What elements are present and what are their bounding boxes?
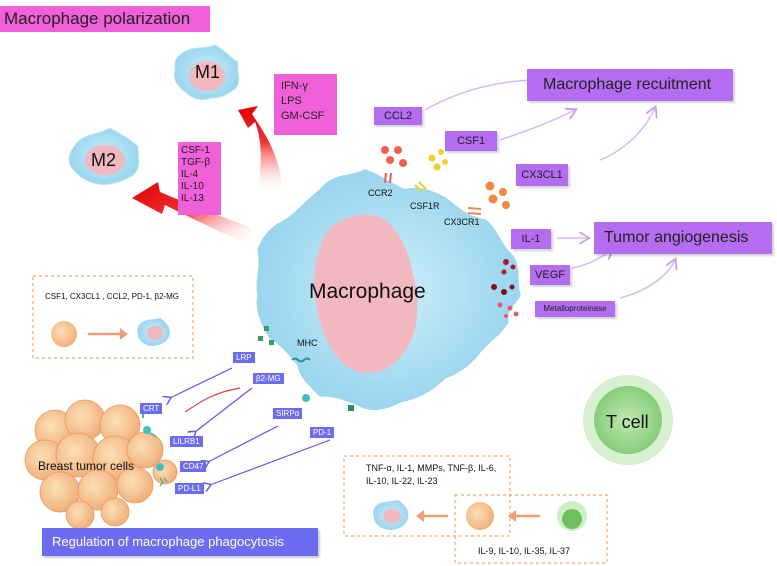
csf1r-receptor	[414, 181, 427, 193]
macrophage-small-2	[373, 500, 409, 530]
cd47-box: CD47	[180, 461, 207, 472]
csf1-molecules	[428, 149, 448, 171]
m1-cell	[173, 44, 240, 101]
m2-signals-box: CSF-1 TGF-β IL-4 IL-10 IL-13	[178, 142, 221, 215]
m1-signal: GM-CSF	[281, 110, 325, 122]
arrow-pd1-pdl1	[210, 439, 331, 485]
page-title: Macrophage polarization	[0, 6, 210, 32]
m2-signal: IL-13	[181, 193, 204, 204]
m2-cell	[68, 127, 140, 185]
tcell-label: T cell	[606, 412, 649, 432]
polarization-arrow-m1	[238, 106, 282, 195]
csf1r-label: CSF1R	[410, 201, 440, 211]
cx3cl1-box: CX3CL1	[516, 164, 568, 186]
m2-signal: IL-10	[181, 181, 204, 192]
arrow-cx3cl1	[599, 108, 655, 161]
pdl1-box: PD-L1	[175, 483, 204, 494]
breast-tumor-label: Breast tumor cells	[38, 459, 135, 473]
arrow-sirpa-cd47	[208, 425, 279, 462]
ccr2-receptor	[384, 172, 392, 184]
csf1-box: CSF1	[445, 131, 497, 151]
arrow-b2mg	[195, 387, 253, 432]
vegf-box: VEGF	[530, 265, 570, 285]
cx3cr1-label: CX3CR1	[444, 217, 480, 227]
cx3cl1-molecules	[485, 181, 510, 209]
ccl2-box: CCL2	[374, 107, 422, 125]
mmp-box: Metalloproteinase	[535, 301, 615, 317]
tcell-secreted-box	[343, 455, 511, 537]
m1-signals-box: IFN-γ LPS GM-CSF	[274, 74, 337, 135]
mhc-label: MHC	[297, 338, 318, 348]
b2mg-box: β2-MG	[253, 373, 284, 384]
tcell-cytokines-text: IL-9, IL-10, IL-35, IL-37	[478, 546, 571, 556]
tumor-factors-box	[32, 275, 194, 359]
angiogenesis-title: Tumor angiogenesis	[594, 222, 772, 254]
macrophage-small-1	[137, 318, 170, 346]
tumor-cell-small	[51, 321, 77, 347]
arrow-csf1	[499, 110, 575, 141]
vegf-molecules	[491, 284, 515, 295]
ccl2-molecules	[381, 146, 407, 167]
m1-label: M1	[195, 62, 221, 82]
inhibit-b2mg-lilrb1	[184, 387, 241, 413]
surface-molecules	[258, 326, 354, 411]
arrow-ccl2	[424, 80, 540, 111]
cx3cr1-receptor	[467, 207, 482, 215]
recruitment-title: Macrophage recuitment	[527, 69, 733, 101]
sirpa-box: SIRPα	[273, 408, 303, 419]
tcell-small	[557, 501, 587, 531]
m2-label: M2	[91, 150, 117, 170]
lilrb1-box: LILRB1	[170, 436, 203, 447]
il1-molecules	[501, 259, 516, 275]
t-cell	[583, 375, 673, 465]
ccr2-label: CCR2	[368, 188, 393, 198]
cell-small-orange	[466, 502, 494, 530]
m2-signal: CSF-1	[181, 145, 210, 156]
breast-tumor-cluster	[24, 399, 178, 530]
m2-signal: TGF-β	[181, 157, 211, 168]
m2-signal: IL-4	[181, 169, 199, 180]
macrophage-label: Macrophage	[309, 280, 426, 303]
il1-box: IL-1	[511, 229, 551, 249]
arrow-mmp	[619, 260, 675, 299]
m1-signal: LPS	[281, 95, 302, 107]
m1-signal: IFN-γ	[281, 80, 308, 92]
crt-box: CRT	[140, 403, 163, 414]
mhc-receptor	[291, 357, 311, 363]
tcell-secreted-text: TNF-α, IL-1, MMPs, TNF-β, IL-6, IL-10, I…	[366, 463, 497, 486]
lrp-box: LRP	[233, 352, 255, 363]
phagocytosis-title: Regulation of macrophage phagocytosis	[42, 528, 318, 556]
pd1-box: PD-1	[310, 427, 335, 438]
arrow-lrp-crt	[170, 367, 233, 398]
mmp-molecules	[497, 302, 519, 318]
tumor-factors-text: CSF1, CX3CL1 , CCL2, PD-1, β2-MG	[45, 292, 179, 301]
tcell-cytokine-box	[454, 494, 608, 564]
macrophage-cell	[256, 169, 521, 410]
